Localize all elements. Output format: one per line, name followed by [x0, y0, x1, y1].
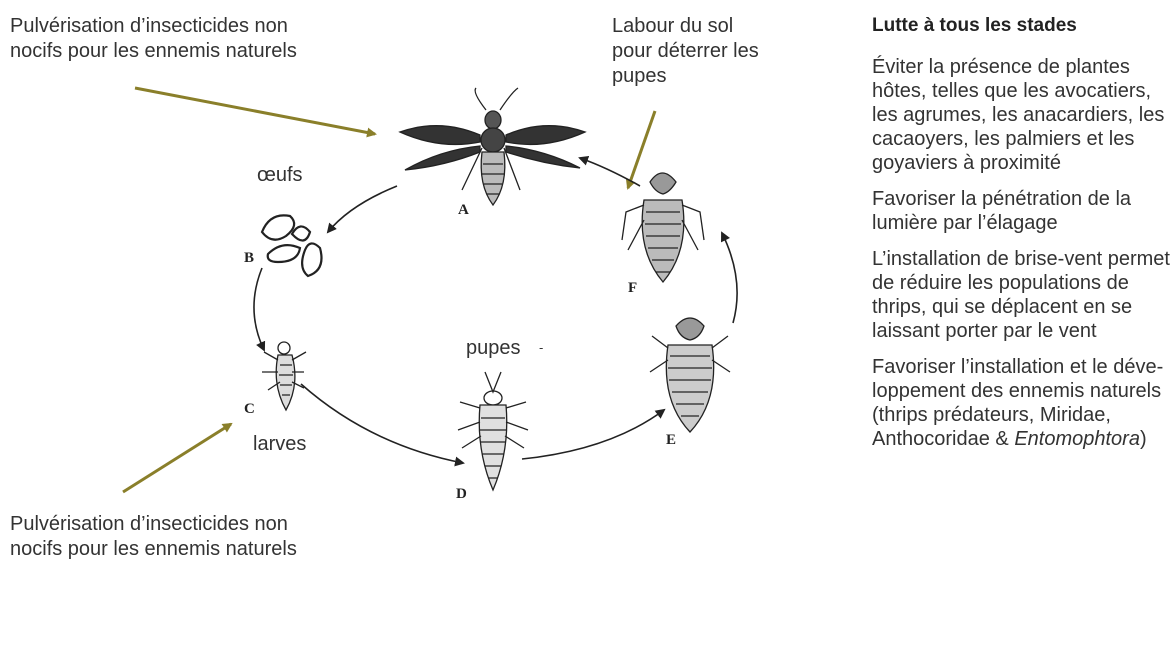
cycle-arrow-e-to-f	[722, 233, 737, 323]
eggs-icon	[262, 215, 322, 276]
stage-letter-d: D	[456, 486, 467, 502]
measure-host-plants: Éviter la présence de plantes hôtes, tel…	[872, 55, 1171, 175]
measure-pruning: Favoriser la pénétration de la lumière p…	[872, 187, 1171, 235]
pupa-f-icon	[622, 173, 704, 282]
stage-letter-e: E	[666, 432, 676, 448]
annotation-arrow-adult	[135, 88, 375, 134]
pupae-marker: -	[539, 341, 543, 355]
thrips-life-cycle-diagram: A B C D E F -	[0, 0, 860, 656]
stage-letter-f: F	[628, 280, 637, 296]
cycle-arrow-d-to-e	[522, 410, 664, 459]
stage-letter-b: B	[244, 250, 254, 266]
stage-letter-c: C	[244, 401, 255, 417]
cycle-arrow-c-to-d	[301, 384, 463, 463]
annotation-arrow-larva	[123, 424, 231, 492]
measure-natural-enemies-italic: Entomophtora	[1014, 428, 1140, 450]
control-measures-panel: Lutte à tous les stades Éviter la présen…	[872, 14, 1171, 463]
adult-thrips-icon	[400, 88, 585, 205]
cycle-arrow-a-to-b	[328, 186, 397, 232]
measure-natural-enemies-end: )	[1140, 428, 1147, 450]
larva-icon	[262, 342, 306, 410]
panel-title: Lutte à tous les stades	[872, 14, 1171, 38]
annotation-arrow-pupa-f	[628, 111, 655, 188]
measure-windbreak: L’installation de brise-vent permet de r…	[872, 247, 1171, 343]
prepupa-e-icon	[650, 318, 730, 432]
pupa-icon	[458, 372, 528, 490]
cycle-arrow-f-to-a	[580, 158, 640, 186]
measure-natural-enemies: Favoriser l’installation et le déve- lop…	[872, 355, 1171, 451]
stage-letter-a: A	[458, 202, 469, 218]
cycle-arrow-b-to-c	[254, 268, 264, 350]
